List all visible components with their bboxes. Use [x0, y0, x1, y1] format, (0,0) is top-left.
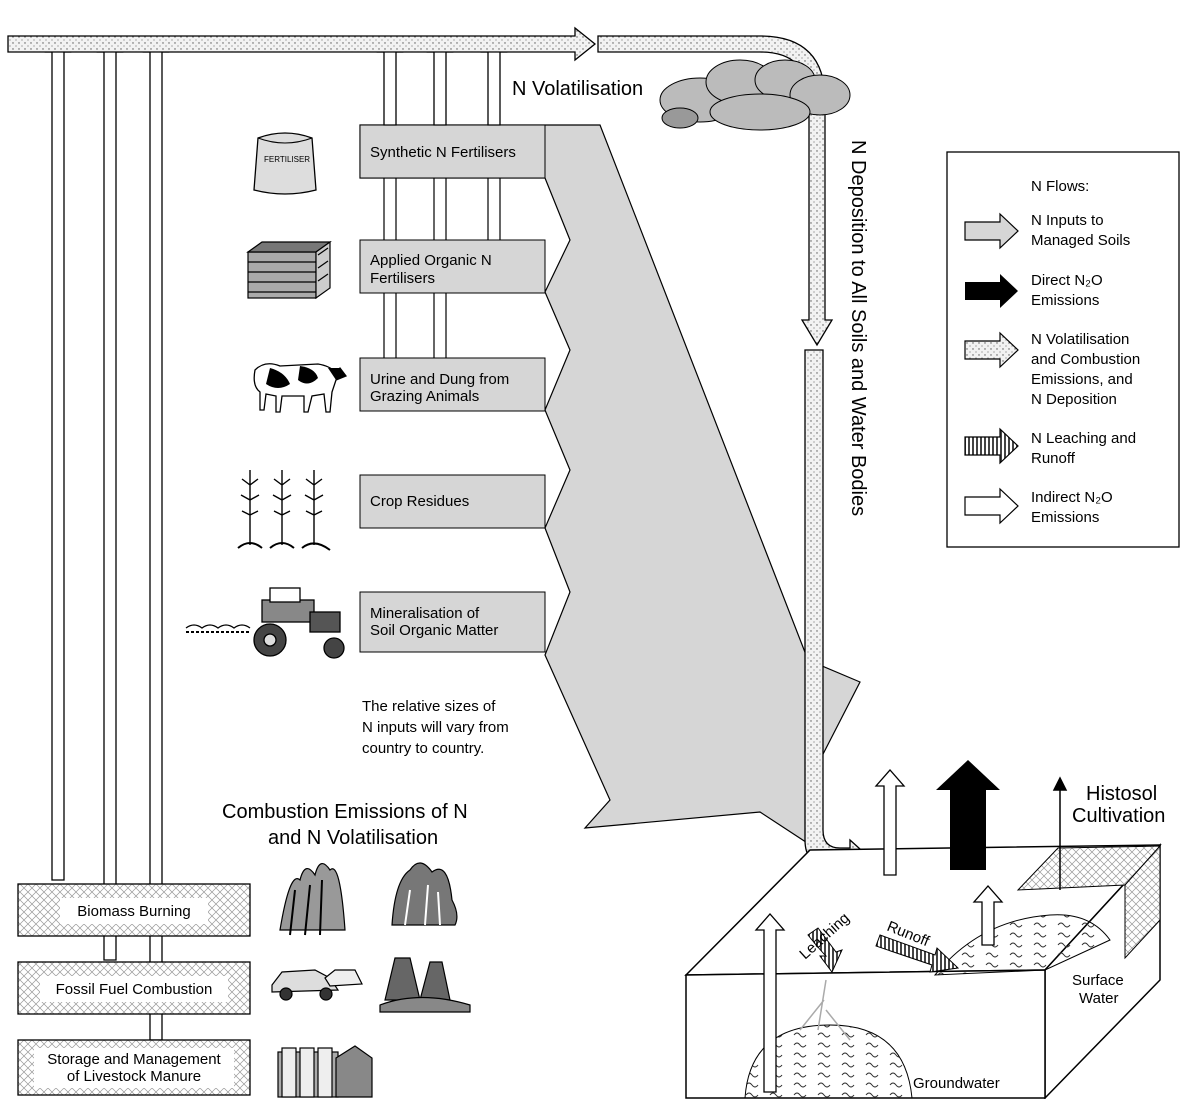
input-label: Soil Organic Matter: [370, 622, 498, 639]
histosol-label: Cultivation: [1072, 805, 1165, 827]
histosol-arrow: [1052, 776, 1068, 890]
fertiliser-bag-icon: FERTILISER: [253, 132, 317, 195]
legend-item-label: Emissions, and: [1031, 371, 1133, 388]
indirect-emission-arrows: [754, 769, 1004, 1093]
legend-title: N Flows:: [1031, 178, 1089, 195]
legend-item-label: Managed Soils: [1031, 232, 1130, 249]
legend-item-label: Emissions: [1031, 292, 1099, 309]
surface-water-label: Surface: [1072, 972, 1124, 989]
relative-sizes-note: The relative sizes of N inputs will vary…: [362, 698, 509, 757]
legend-item-label: Runoff: [1031, 450, 1076, 467]
source-label: Fossil Fuel Combustion: [56, 981, 213, 998]
compost-bin-icon: [246, 240, 332, 300]
leaching-runoff-arrows: [807, 927, 960, 973]
cloud-icon: [659, 59, 851, 131]
histosol-label: Histosol: [1086, 783, 1157, 805]
legend-item-label: N Deposition: [1031, 391, 1117, 408]
n-inputs-arrow: [359, 124, 861, 850]
legend: N Flows: N Inputs to Managed Soils Direc…: [946, 151, 1180, 548]
n-deposition-label: N Deposition to All Soils and Water Bodi…: [847, 140, 869, 516]
crop-residues-icon: [237, 470, 331, 551]
input-labels: Synthetic N Fertilisers Applied Organic …: [370, 144, 516, 639]
note-line: country to country.: [362, 740, 484, 757]
input-label: Synthetic N Fertilisers: [370, 144, 516, 161]
source-boxes: Biomass Burning Fossil Fuel Combustion S…: [17, 883, 251, 1096]
note-line: N inputs will vary from: [362, 719, 509, 736]
groundwater-label: Groundwater: [913, 1075, 1000, 1092]
legend-item-label: Direct N₂O: [1031, 272, 1103, 289]
deposition-arrow: [597, 35, 834, 347]
cow-icon: [253, 363, 348, 413]
input-label: Mineralisation of: [370, 605, 480, 622]
tractor-icon: [185, 587, 345, 659]
top-volatilisation-arrow: [7, 26, 597, 62]
white-arrow-icon: [964, 487, 1019, 525]
stippled-arrow-icon: [964, 331, 1019, 369]
source-label: Biomass Burning: [77, 903, 190, 920]
striped-arrow-icon: [964, 427, 1019, 465]
source-label: of Livestock Manure: [67, 1068, 201, 1085]
source-label: Storage and Management: [47, 1051, 221, 1068]
legend-item-label: N Volatilisation: [1031, 331, 1129, 348]
vertical-flow-arrows: [44, 37, 508, 1041]
input-label: Crop Residues: [370, 493, 469, 510]
vertical-flow-lines: [383, 178, 501, 358]
input-label: Fertilisers: [370, 270, 435, 287]
input-label: Urine and Dung from: [370, 371, 509, 388]
combustion-title: and N Volatilisation: [268, 827, 438, 849]
legend-item-label: and Combustion: [1031, 351, 1140, 368]
input-label: Applied Organic N: [370, 252, 492, 269]
input-label: Grazing Animals: [370, 388, 479, 405]
input-label-boxes: [359, 124, 546, 653]
legend-item-label: N Inputs to: [1031, 212, 1104, 229]
biomass-fire-icon: [279, 862, 458, 936]
legend-item-label: N Leaching and: [1031, 430, 1136, 447]
fertiliser-bag-text: FERTILISER: [264, 155, 310, 164]
legend-item-label: Indirect N₂O: [1031, 489, 1113, 506]
surface-water-label: Water: [1079, 990, 1118, 1007]
vehicles-industry-icon: [271, 957, 471, 1013]
combustion-title: Combustion Emissions of N: [222, 801, 468, 823]
black-arrow-icon: [965, 274, 1018, 308]
n-volatilisation-label: N Volatilisation: [512, 78, 643, 100]
legend-item-label: Emissions: [1031, 509, 1099, 526]
manure-storage-icon: [277, 1045, 373, 1098]
gray-arrow-icon: [964, 212, 1019, 250]
note-line: The relative sizes of: [362, 698, 496, 715]
direct-emission-arrow: [936, 760, 1000, 870]
